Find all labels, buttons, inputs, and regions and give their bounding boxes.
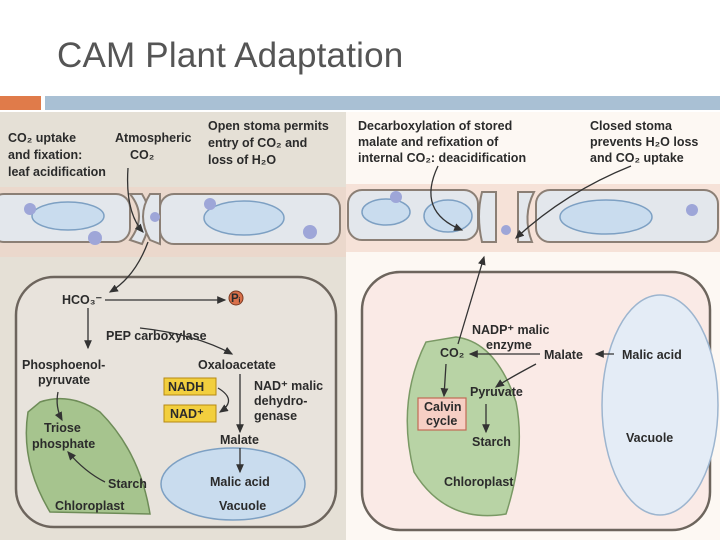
title-accent-orange [0,96,41,110]
epidermis-layer [0,187,346,257]
title-accent-bar [45,96,720,110]
vacuole-label: Vacuole [219,499,266,513]
day-panel: Decarboxylation of stored malate and ref… [346,112,720,540]
oxaloacetate-label: Oxaloacetate [198,358,276,372]
triose-phosphate-label: Triose phosphate [32,421,95,451]
malic-acid-label: Malic acid [210,475,270,489]
pep-carboxylase-label: PEP carboxylase [106,329,207,343]
chloroplast-label: Chloroplast [55,499,125,513]
malate-label: Malate [220,433,259,447]
day-diagram: Decarboxylation of stored malate and ref… [346,119,720,532]
slide-title: CAM Plant Adaptation [57,36,404,75]
nadh-box [163,377,217,396]
open-stoma-label: Open stoma permits entry of CO₂ and loss… [208,119,332,167]
starch-label: Starch [472,435,511,449]
malic-acid-label: Malic acid [622,348,682,362]
nad-box [163,404,217,423]
phosphate-icon [228,290,244,306]
calvin-cycle-box [417,397,467,431]
chloroplast [25,397,151,515]
pathway-arrows [430,165,632,434]
atmospheric-co2-label: Atmospheric CO₂ [115,131,195,162]
stoma-guard-cell [478,191,497,243]
co2-uptake-label: CO₂ uptake and fixation: leaf acidificat… [8,131,106,179]
nad-malic-dehydrogenase-label: NAD⁺ malic dehydro- genase [254,379,327,423]
vacuole-label: Vacuole [626,431,673,445]
night-diagram: CO₂ uptake and fixation: leaf acidificat… [0,119,346,529]
vacuole [160,447,306,521]
phosphate-label: Pᵢ [231,293,241,305]
vacuole [601,294,719,516]
pathway-arrows [54,167,244,483]
epidermis-layer [346,184,720,252]
calvin-cycle-label: Calvin cycle [424,400,465,428]
hco3-label: HCO₃⁻ [62,293,103,307]
night-panel: CO₂ uptake and fixation: leaf acidificat… [0,112,346,540]
starch-label: Starch [108,477,147,491]
malate-label: Malate [544,348,583,362]
phosphoenolpyruvate-label: Phosphoenol- pyruvate [22,358,109,387]
nadh-label: NADH [168,380,204,394]
nadp-malic-enzyme-label: NADP⁺ malic enzyme [472,323,553,352]
co2-label: CO₂ [440,346,464,360]
chloroplast-label: Chloroplast [444,475,514,489]
decarboxylation-label: Decarboxylation of stored malate and ref… [358,119,526,165]
nad-label: NAD⁺ [170,407,204,421]
closed-stoma-label: Closed stoma prevents H₂O loss and CO₂ u… [590,119,702,165]
pyruvate-label: Pyruvate [470,385,523,399]
